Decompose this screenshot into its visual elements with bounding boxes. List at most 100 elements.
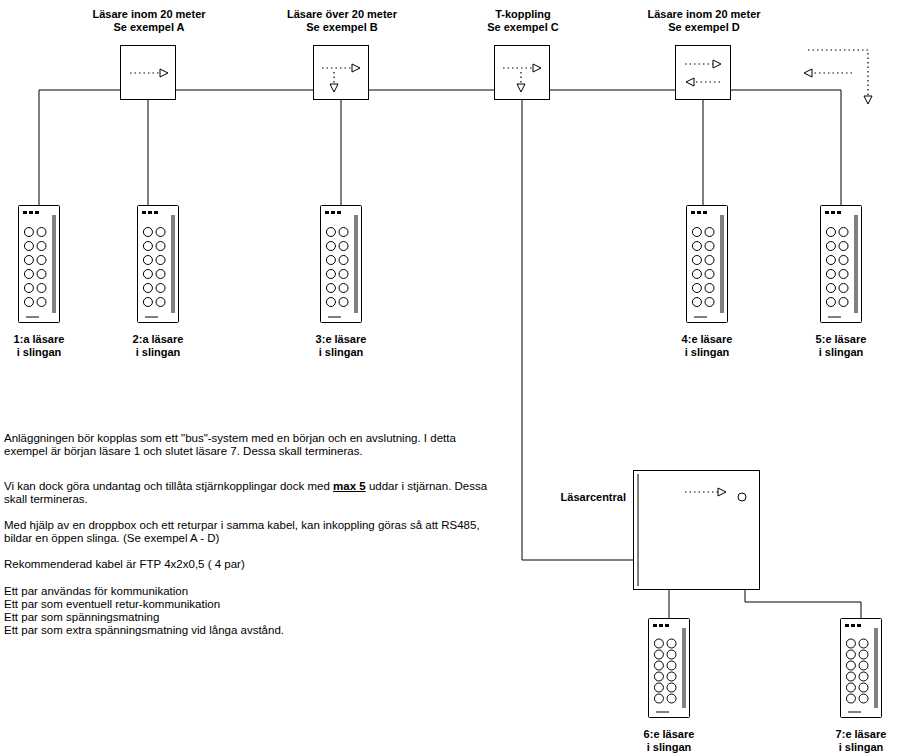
led — [857, 624, 861, 627]
note-text: Ett par användas för kommunikation — [4, 585, 188, 597]
card-slot — [174, 215, 175, 313]
logo-line — [694, 317, 707, 318]
key — [826, 284, 835, 293]
note-paragraph: Ett par som extra spänningsmatning vid l… — [4, 624, 489, 637]
reader-symbol — [820, 205, 862, 323]
key — [859, 694, 868, 703]
key — [667, 683, 676, 692]
bus-cable — [703, 100, 704, 205]
key — [37, 284, 46, 293]
key — [156, 256, 165, 265]
led — [845, 624, 849, 627]
key — [846, 661, 855, 670]
card-slot — [357, 215, 358, 313]
arrow-head — [686, 78, 694, 86]
dotted-line — [333, 72, 334, 84]
card-reader: 1:a läsare i slingan — [18, 205, 60, 323]
led — [148, 211, 152, 214]
card-slot — [172, 215, 173, 313]
key — [846, 694, 855, 703]
drop-box: Läsare över 20 meter Se exempel B — [313, 45, 369, 100]
led — [697, 211, 701, 214]
key — [705, 298, 714, 307]
key — [692, 256, 701, 265]
bus-cable — [522, 100, 633, 560]
key — [37, 228, 46, 237]
box-c-arrows — [503, 64, 541, 92]
key — [826, 256, 835, 265]
key — [24, 284, 33, 293]
card-reader: 6:e läsare i slingan — [648, 618, 690, 718]
reader-label: 5:e läsare i slingan — [806, 333, 876, 359]
drop-box: Läsare inom 20 meter Se exempel D — [675, 45, 731, 100]
key — [143, 298, 152, 307]
key — [156, 228, 165, 237]
lock-symbol — [738, 493, 746, 501]
key — [667, 639, 676, 648]
reader-body — [321, 206, 362, 323]
key — [859, 672, 868, 681]
key — [143, 270, 152, 279]
reader-symbol — [320, 205, 362, 323]
key — [156, 298, 165, 307]
key — [839, 228, 848, 237]
dotted-line — [685, 491, 718, 492]
key — [846, 639, 855, 648]
key — [24, 228, 33, 237]
key — [339, 270, 348, 279]
key — [846, 672, 855, 681]
led — [837, 211, 841, 214]
card-slot — [877, 628, 878, 708]
card-reader: 3:e läsare i slingan — [320, 205, 362, 323]
reader-label: 1:a läsare i slingan — [4, 333, 74, 359]
dotted-line — [685, 63, 713, 64]
card-reader: 5:e läsare i slingan — [820, 205, 862, 323]
key — [24, 270, 33, 279]
arrow-head — [864, 96, 872, 104]
logo-line — [828, 317, 841, 318]
led — [325, 211, 329, 214]
led — [35, 211, 39, 214]
led — [691, 211, 695, 214]
arrow-head — [713, 60, 721, 68]
arrow-head — [352, 64, 360, 72]
bus-cable — [731, 90, 841, 205]
note-text: Ett par som extra spänningsmatning vid l… — [4, 624, 284, 636]
key — [859, 639, 868, 648]
key — [654, 683, 663, 692]
reader-label: 2:a läsare i slingan — [123, 333, 193, 359]
arrow-head — [718, 488, 726, 496]
bus-cable — [176, 90, 313, 91]
key — [339, 242, 348, 251]
card-slot — [683, 628, 684, 708]
key — [143, 284, 152, 293]
note-paragraph: Rekommenderad kabel är FTP 4x2x0,5 ( 4 p… — [4, 558, 489, 571]
reader-label: 4:e läsare i slingan — [672, 333, 742, 359]
note-text: Med hjälp av en droppbox och ett returpa… — [4, 519, 480, 544]
reader-body — [821, 206, 862, 323]
key — [143, 228, 152, 237]
hinge-line — [638, 474, 639, 586]
reader-symbol — [686, 205, 728, 323]
key — [826, 228, 835, 237]
logo-line — [145, 317, 158, 318]
key — [839, 242, 848, 251]
key — [326, 228, 335, 237]
drop-box: T-koppling Se exempel C — [494, 45, 550, 100]
key — [705, 256, 714, 265]
unit-label: Läsarcentral — [561, 491, 626, 504]
logo-line — [328, 317, 341, 318]
box-a-arrow — [130, 69, 168, 77]
key — [143, 256, 152, 265]
arrow-head — [517, 84, 525, 92]
note-text: Ett par som eventuell retur-kommunikatio… — [4, 598, 220, 610]
led — [142, 211, 146, 214]
key — [37, 270, 46, 279]
reader-symbol — [840, 618, 882, 718]
card-reader: 2:a läsare i slingan — [137, 205, 179, 323]
reader-body — [138, 206, 179, 323]
led — [851, 624, 855, 627]
key — [654, 639, 663, 648]
key — [654, 694, 663, 703]
